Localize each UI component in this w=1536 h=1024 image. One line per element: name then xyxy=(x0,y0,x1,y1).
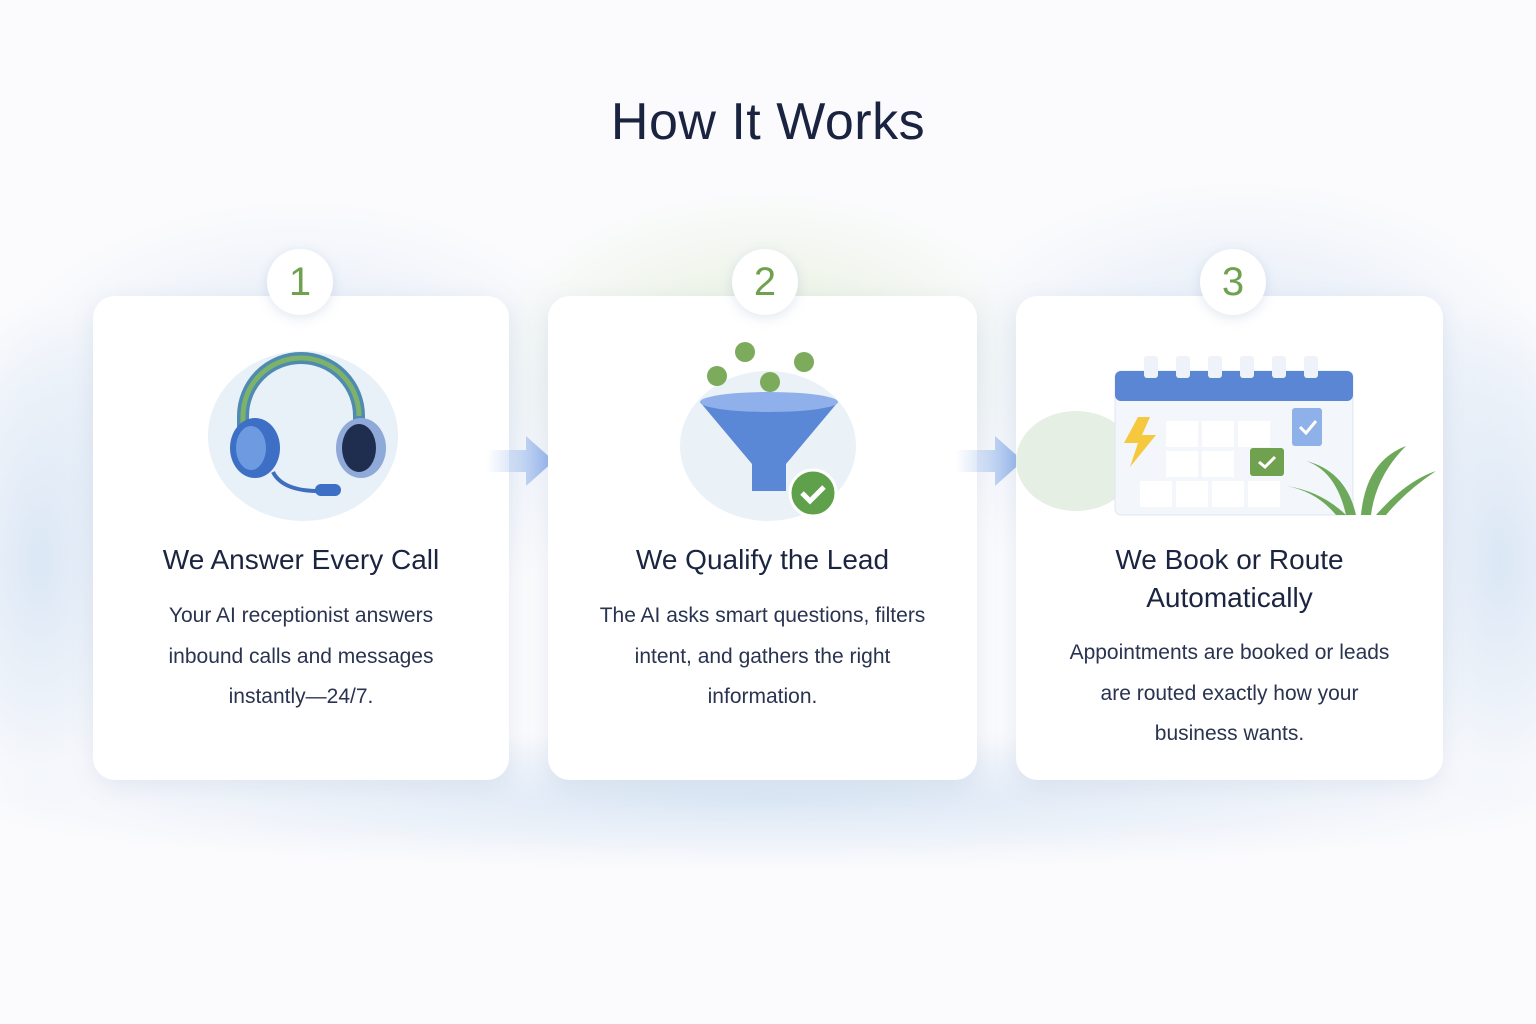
calendar-icon xyxy=(1016,351,1443,541)
step-card-3: We Book or Route Automatically Appointme… xyxy=(1016,296,1443,780)
step-title: We Answer Every Call xyxy=(162,544,440,575)
step-card-1: We Answer Every Call Your AI receptionis… xyxy=(93,296,509,780)
arrow-right-icon xyxy=(955,436,1023,486)
step-description: The AI asks smart questions, filters int… xyxy=(599,604,926,708)
funnel-icon xyxy=(548,336,977,526)
step-title: We Qualify the Lead xyxy=(635,544,890,575)
step-description: Your AI receptionist answers inbound cal… xyxy=(168,604,434,708)
step-number-badge: 1 xyxy=(267,249,333,315)
step-title: We Book or Route Automatically xyxy=(1115,544,1344,613)
step-description: Appointments are booked or leads are rou… xyxy=(1069,641,1390,745)
step-card-2: We Qualify the Lead The AI asks smart qu… xyxy=(548,296,977,780)
headset-icon xyxy=(93,336,509,526)
arrow-right-icon xyxy=(486,436,554,486)
step-number-badge: 2 xyxy=(732,249,798,315)
page-title: How It Works xyxy=(610,93,926,151)
step-number-badge: 3 xyxy=(1200,249,1266,315)
